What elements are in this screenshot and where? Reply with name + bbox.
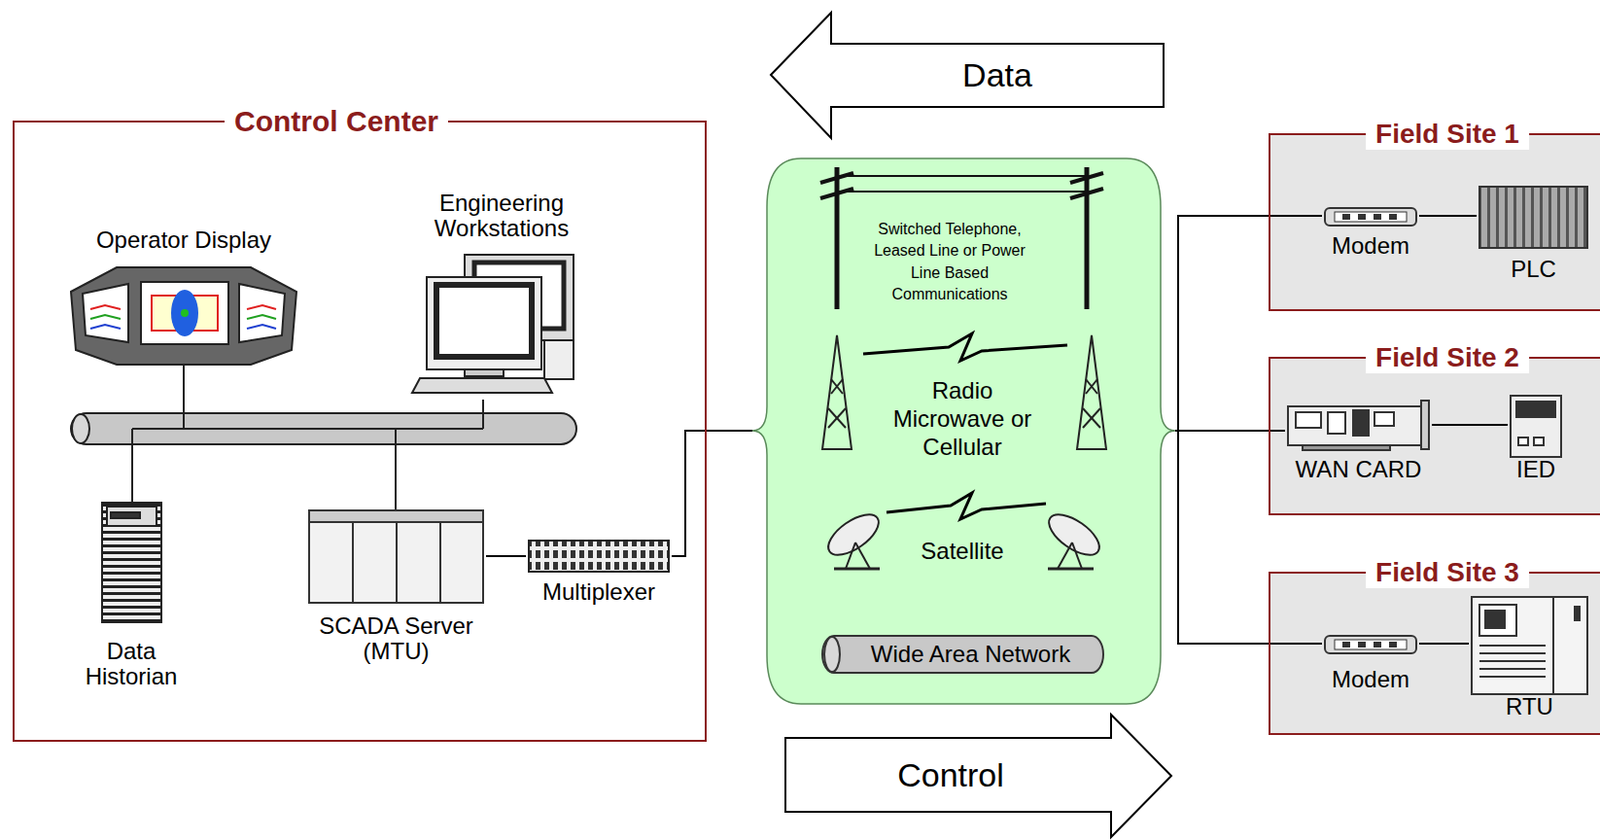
device: IED bbox=[1507, 395, 1565, 483]
node-label: Multiplexer bbox=[525, 579, 672, 605]
satellite-dishes bbox=[821, 492, 1106, 569]
device: Data Historian bbox=[79, 502, 183, 691]
ied-icon bbox=[1510, 395, 1562, 457]
network-pill: Wide Area Network bbox=[821, 634, 1105, 674]
rtu-icon bbox=[1471, 596, 1588, 695]
node-label: Control bbox=[897, 756, 1005, 795]
node-label: WAN CARD bbox=[1285, 456, 1432, 483]
node-label: Modem bbox=[1321, 233, 1420, 259]
device: Multiplexer bbox=[525, 540, 672, 605]
plc-icon bbox=[1479, 186, 1588, 248]
flow-arrow: Control bbox=[785, 714, 1172, 837]
connector bbox=[671, 430, 753, 557]
node-label: Engineering Workstations bbox=[423, 190, 580, 243]
connector bbox=[1419, 642, 1469, 645]
field-site-ground bbox=[1268, 133, 1600, 735]
node-label: Control Center bbox=[224, 104, 449, 139]
device: RTU bbox=[1468, 596, 1591, 720]
connector bbox=[486, 555, 526, 557]
node-label: Radio Microwave or Cellular bbox=[889, 377, 1036, 461]
node-label: Field Site 3 bbox=[1365, 556, 1530, 589]
device: SCADA Server (MTU) bbox=[306, 510, 487, 665]
node-label: Switched Telephone, Leased Line or Power… bbox=[869, 218, 1031, 307]
network-cloud-fill bbox=[752, 158, 1176, 704]
modem-icon bbox=[1324, 208, 1417, 226]
lan-bus bbox=[70, 364, 577, 511]
network-cloud: Switched Telephone, Leased Line or Power… bbox=[752, 158, 1176, 704]
flow-arrow: Data bbox=[770, 12, 1164, 139]
node-label: Field Site 1 bbox=[1365, 118, 1530, 150]
site-box: Field Site 3ModemRTU bbox=[1268, 571, 1600, 735]
node-label: Data Historian bbox=[79, 638, 183, 691]
telephone-poles bbox=[820, 167, 1104, 310]
device: Modem bbox=[1321, 634, 1420, 693]
node-label: RTU bbox=[1468, 694, 1591, 720]
node-label: Operator Display bbox=[68, 227, 300, 253]
multiplexer-icon bbox=[528, 540, 669, 572]
node-label: IED bbox=[1507, 456, 1565, 483]
wan-card-icon bbox=[1287, 400, 1429, 451]
historian-server-icon bbox=[102, 502, 162, 623]
modem-icon bbox=[1324, 635, 1417, 654]
node-label: SCADA Server (MTU) bbox=[306, 613, 487, 665]
connector bbox=[1175, 215, 1322, 431]
device: Operator Display bbox=[68, 227, 300, 363]
site-box: Field Site 1ModemPLC bbox=[1268, 133, 1600, 312]
connector bbox=[1431, 423, 1508, 426]
node-label: Modem bbox=[1321, 666, 1420, 693]
site-box: Field Site 2WAN CARDIED bbox=[1268, 356, 1600, 516]
node-label: Satellite bbox=[889, 537, 1036, 566]
node-label: Data bbox=[962, 56, 1033, 95]
connector bbox=[1419, 214, 1477, 217]
node-label: Wide Area Network bbox=[870, 640, 1071, 668]
device: Engineering Workstations bbox=[423, 190, 580, 398]
scada-server-icon bbox=[309, 510, 484, 603]
operator-console-icon bbox=[70, 267, 297, 365]
site-box: Control CenterOperator DisplayEngineerin… bbox=[12, 120, 707, 742]
device: WAN CARD bbox=[1285, 400, 1432, 483]
device: Modem bbox=[1321, 204, 1420, 259]
device: PLC bbox=[1476, 186, 1591, 282]
workstation-icon bbox=[412, 254, 574, 393]
node-label: PLC bbox=[1476, 256, 1591, 282]
node-label: Field Site 2 bbox=[1365, 342, 1530, 374]
